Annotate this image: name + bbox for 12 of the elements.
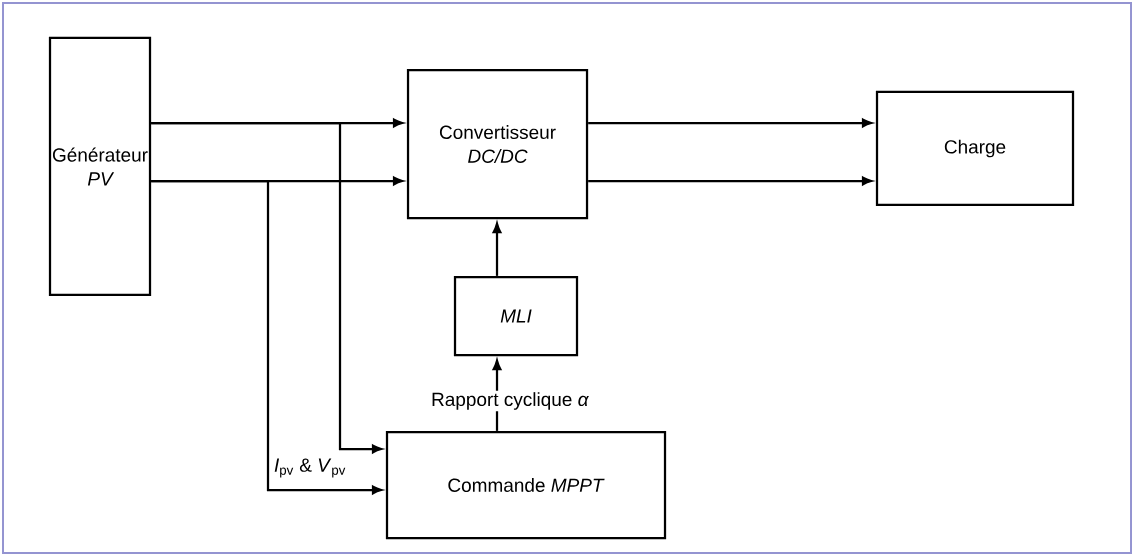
control-box: Commande MPPT — [385, 430, 667, 540]
pwm-box: MLI — [453, 275, 579, 357]
arrow — [151, 179, 383, 495]
arrow — [492, 222, 502, 276]
load-box: Charge — [875, 90, 1075, 207]
converter-box: Convertisseur DC/DC — [406, 68, 589, 220]
arrow — [588, 118, 873, 128]
arrow — [151, 121, 383, 454]
edge-label: I$_{pv}$ & V$_{pv}$ — [272, 457, 348, 479]
arrow — [588, 176, 873, 186]
edge-label: Rapport cyclique α — [429, 390, 591, 412]
generator-box: Générateur PV — [48, 36, 152, 297]
